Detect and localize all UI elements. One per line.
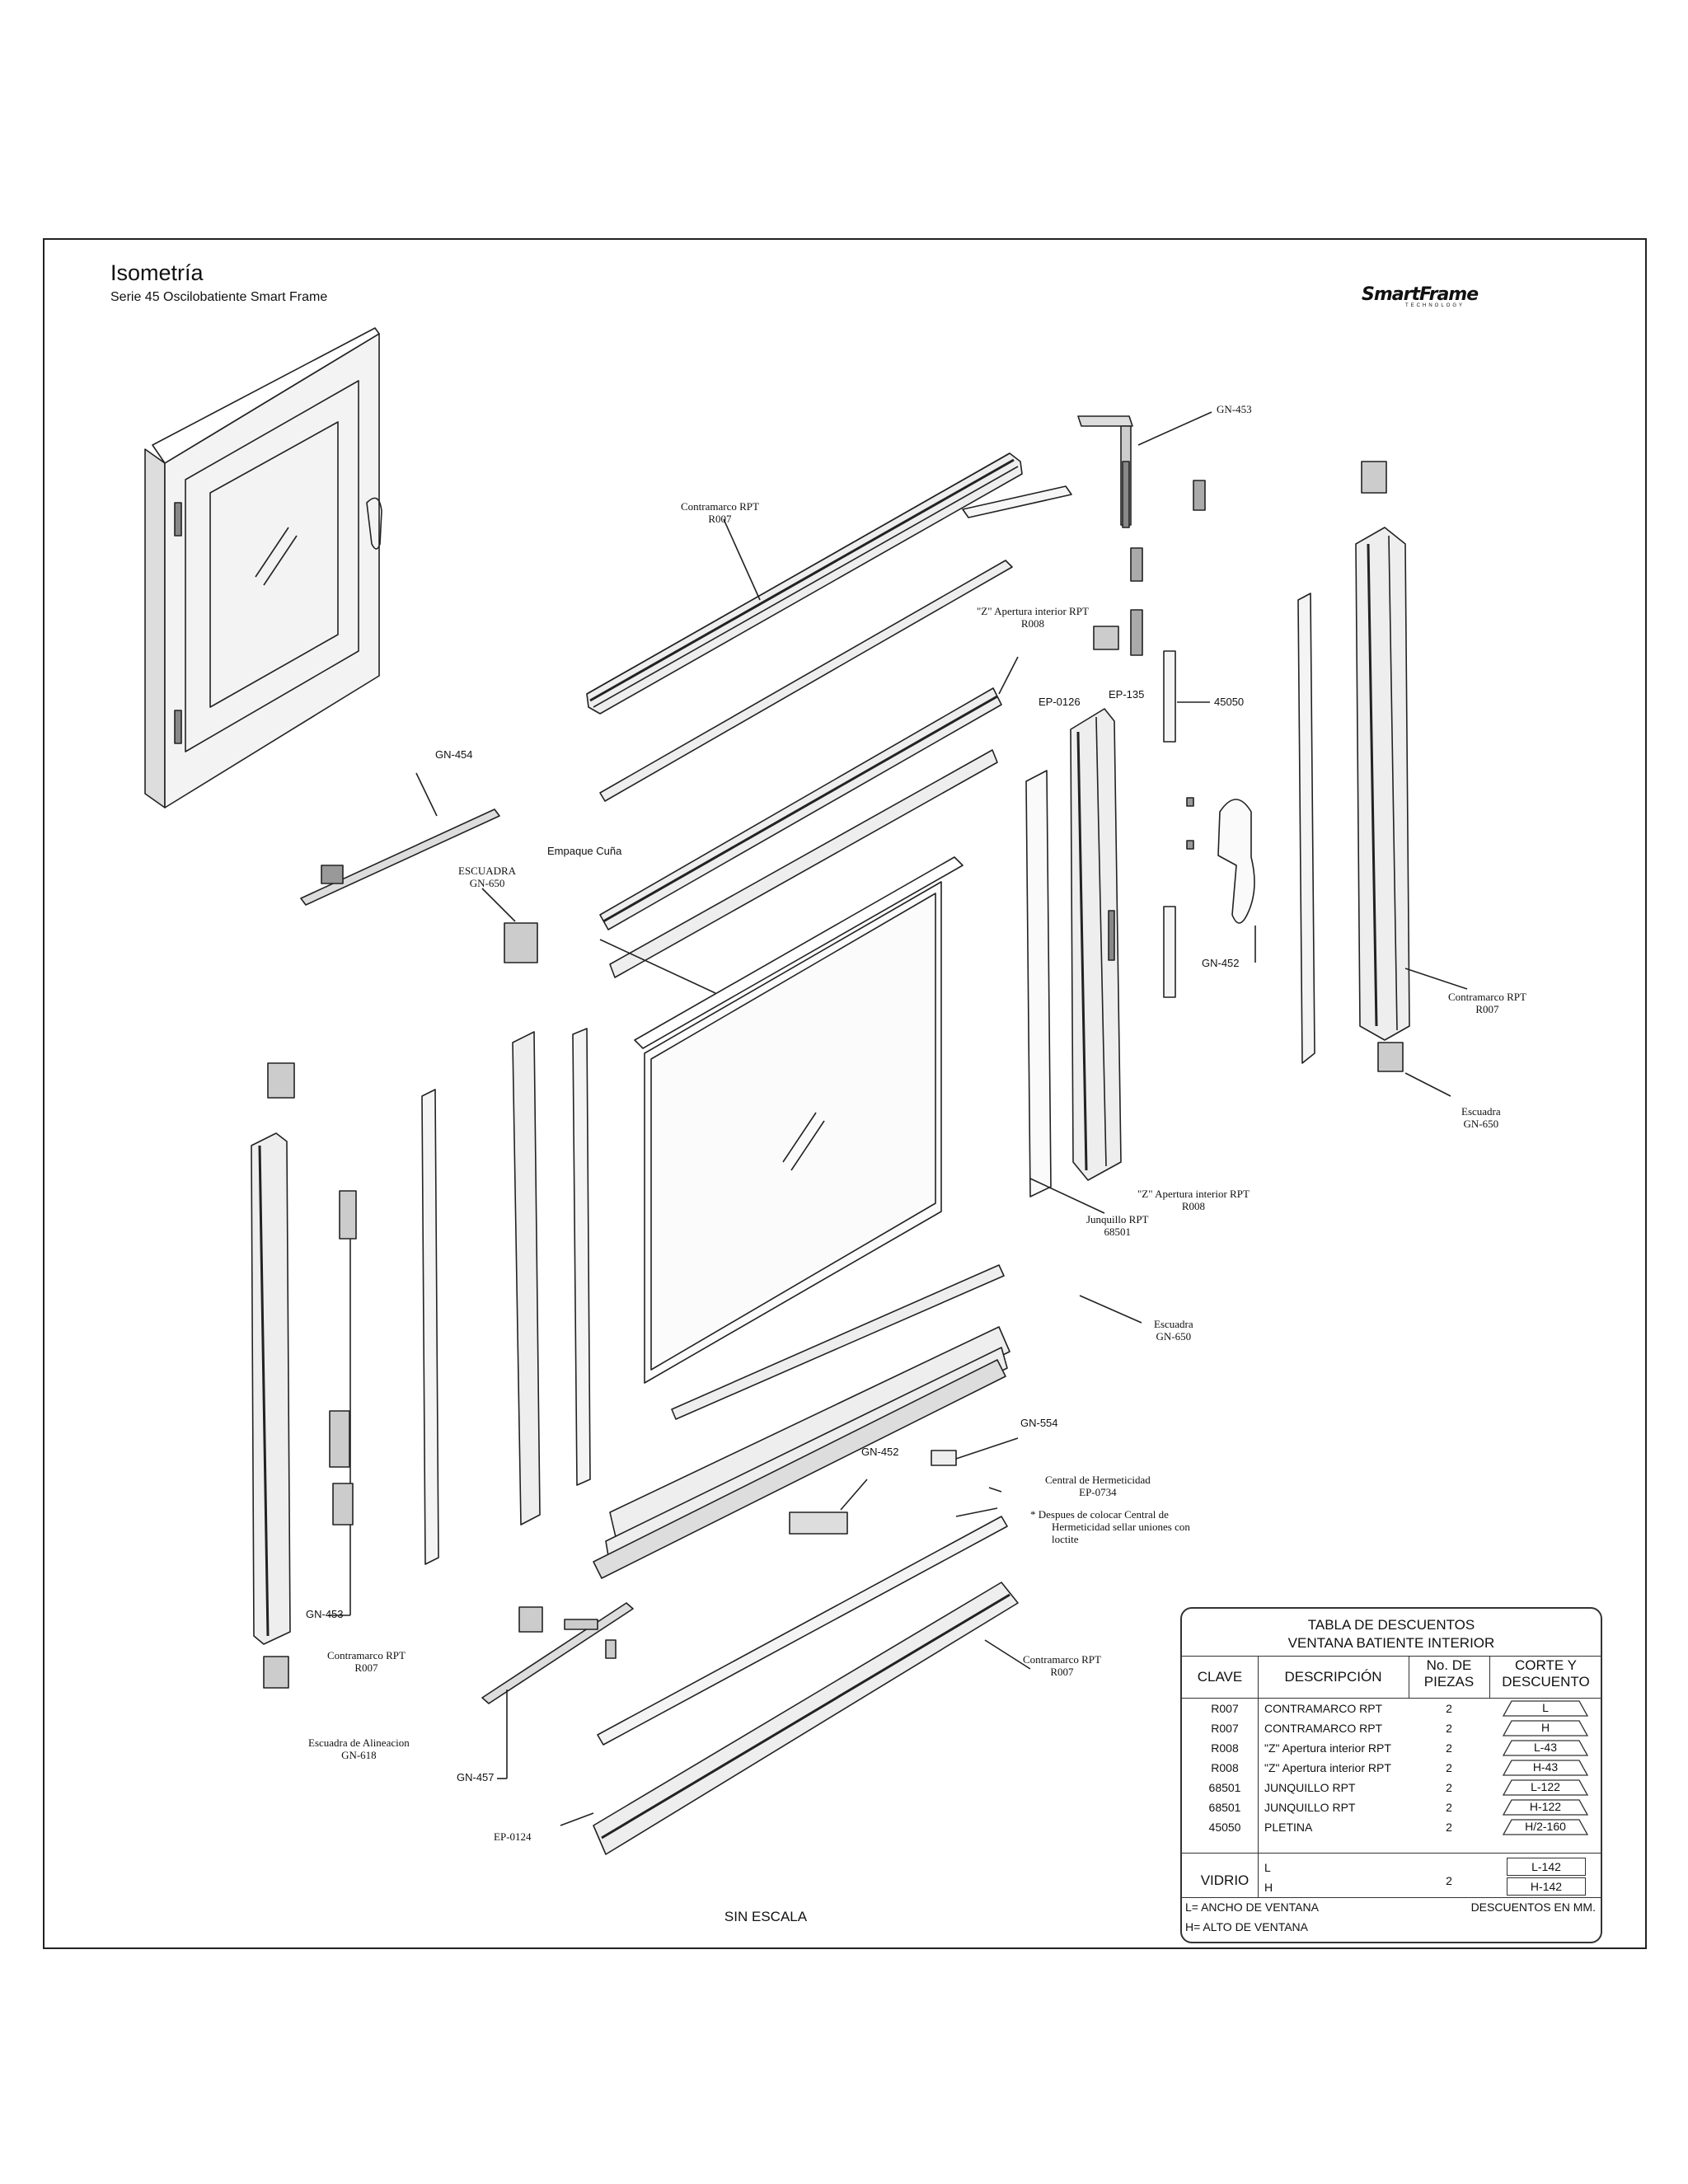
cell-descripcion: "Z" Apertura interior RPT xyxy=(1264,1761,1391,1774)
cell-piezas: 2 xyxy=(1446,1801,1452,1814)
contramarco-left-profile xyxy=(251,1062,351,1689)
cell-piezas: 2 xyxy=(1446,1761,1452,1774)
hinge-gn453-left xyxy=(329,1190,357,1526)
cell-clave: R007 xyxy=(1211,1722,1239,1735)
cell-corte: H-122 xyxy=(1500,1799,1591,1816)
cell-clave: 45050 xyxy=(1208,1821,1241,1834)
label-empaque-cuna: Empaque Cuña xyxy=(547,845,622,857)
cell-clave: R007 xyxy=(1211,1702,1239,1715)
label-gn457: GN-457 xyxy=(457,1771,495,1783)
row-vidrio: VIDRIO L H 2 xyxy=(1200,1861,1452,1894)
cell-corte: L-122 xyxy=(1500,1779,1591,1796)
cell-corte: H/2-160 xyxy=(1500,1819,1591,1835)
label-gn454: GN-454 xyxy=(435,748,473,761)
handle-gn452 xyxy=(1186,797,1256,963)
bottom-profiles xyxy=(593,1264,1019,1855)
smartframe-logo: SmartFrame xyxy=(1362,284,1479,305)
hardware-gn453-top xyxy=(1077,411,1212,998)
cell-descripcion: JUNQUILLO RPT xyxy=(1264,1781,1356,1794)
hardware-bottom xyxy=(481,1437,1019,1826)
corte-vidrio-l: L-142 xyxy=(1507,1858,1586,1876)
contramarco-top-profile xyxy=(586,452,1072,715)
assembled-window-icon xyxy=(144,327,382,808)
header-clave: CLAVE xyxy=(1197,1669,1243,1685)
cell-descripcion: CONTRAMARCO RPT xyxy=(1264,1702,1383,1715)
cell-piezas: 2 xyxy=(1446,1741,1452,1755)
table-row: 45050 PLETINA 2 xyxy=(1182,1821,1601,1840)
label-gn452-bottom: GN-452 xyxy=(861,1446,899,1458)
cell-clave: R008 xyxy=(1211,1761,1239,1774)
cell-descripcion: JUNQUILLO RPT xyxy=(1264,1801,1356,1814)
cell-piezas: 2 xyxy=(1446,1821,1452,1834)
label-gn452-right: GN-452 xyxy=(1202,957,1240,969)
discount-table: TABLA DE DESCUENTOS VENTANA BATIENTE INT… xyxy=(1180,1607,1602,1943)
cell-corte: L-43 xyxy=(1500,1740,1591,1756)
scale-note: SIN ESCALA xyxy=(724,1909,808,1924)
label-gn554: GN-554 xyxy=(1020,1417,1058,1429)
logo-subtitle: TECHNOLOGY xyxy=(1405,303,1465,308)
contramarco-right-profile xyxy=(1297,461,1468,1097)
label-gn453-left: GN-453 xyxy=(306,1608,344,1620)
table-row: 68501 JUNQUILLO RPT 2 xyxy=(1182,1801,1601,1821)
drawing-sheet xyxy=(43,238,1647,1949)
cell-clave: R008 xyxy=(1211,1741,1239,1755)
cell-clave: 68501 xyxy=(1208,1801,1241,1814)
cell-descripcion: "Z" Apertura interior RPT xyxy=(1264,1741,1391,1755)
table-row: R008 "Z" Apertura interior RPT 2 xyxy=(1182,1741,1601,1761)
cell-corte: L xyxy=(1500,1700,1591,1717)
vertical-profile-r008 xyxy=(1070,708,1122,1181)
foot-units: DESCUENTOS EN MM. xyxy=(1470,1900,1596,1914)
corte-vidrio-h: H-142 xyxy=(1507,1877,1586,1896)
table-row: R008 "Z" Apertura interior RPT 2 xyxy=(1182,1761,1601,1781)
note-loctite: * Despues de colocar Central de Hermetic… xyxy=(1030,1508,1190,1545)
label-gn453-top: GN-453 xyxy=(1217,403,1252,415)
header-piezas: No. DE PIEZAS xyxy=(1423,1657,1475,1690)
cell-piezas: 2 xyxy=(1446,1702,1452,1715)
cell-corte: H-43 xyxy=(1500,1760,1591,1776)
header-descripcion: DESCRIPCIÓN xyxy=(1284,1669,1382,1685)
cell-descripcion: PLETINA xyxy=(1264,1821,1313,1834)
label-ep0124: EP-0124 xyxy=(494,1830,532,1843)
table-row: 68501 JUNQUILLO RPT 2 xyxy=(1182,1781,1601,1801)
table-row: R007 CONTRAMARCO RPT 2 xyxy=(1182,1722,1601,1741)
foot-alto: H= ALTO DE VENTANA xyxy=(1185,1920,1308,1933)
foot-ancho: L= ANCHO DE VENTANA xyxy=(1185,1900,1319,1914)
table-title-1: TABLA DE DESCUENTOS xyxy=(1307,1617,1475,1633)
drawing-subtitle: Serie 45 Oscilobatiente Smart Frame xyxy=(110,290,328,304)
z-apertura-top-profile xyxy=(599,560,1013,978)
cell-piezas: 2 xyxy=(1446,1722,1452,1735)
label-45050: 45050 xyxy=(1214,696,1245,708)
cell-descripcion: CONTRAMARCO RPT xyxy=(1264,1722,1383,1735)
label-ep135: EP-135 xyxy=(1109,688,1145,701)
header-corte: CORTE Y DESCUENTO xyxy=(1502,1657,1590,1690)
table-row: R007 CONTRAMARCO RPT 2 xyxy=(1182,1702,1601,1722)
cell-piezas: 2 xyxy=(1446,1781,1452,1794)
hardware-gn454 xyxy=(300,772,538,963)
junquillo-vertical xyxy=(1025,770,1115,1197)
table-title-2: VENTANA BATIENTE INTERIOR xyxy=(1287,1635,1495,1651)
glass-panel xyxy=(634,856,1105,1384)
drawing-title: Isometría xyxy=(110,260,204,285)
cell-corte: H xyxy=(1500,1720,1591,1736)
label-ep0126: EP-0126 xyxy=(1039,696,1081,708)
vertical-profiles-center-left xyxy=(421,1028,591,1565)
cell-clave: 68501 xyxy=(1208,1781,1241,1794)
